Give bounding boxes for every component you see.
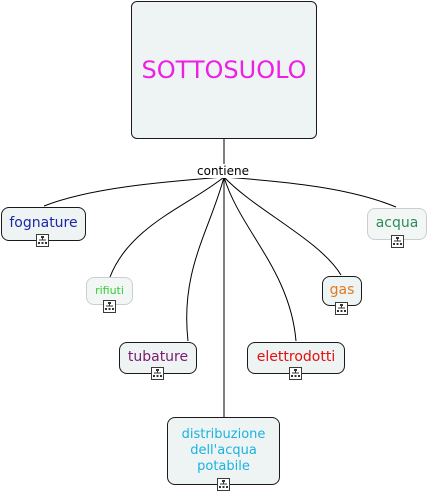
concept-label-acqua: acqua <box>375 215 419 232</box>
resource-tree-icon[interactable] <box>103 300 116 313</box>
link-line-fognature <box>43 176 225 207</box>
link-line-rifiuti <box>109 176 225 278</box>
link-line-acqua <box>223 176 397 208</box>
root-concept-label: SOTTOSUOLO <box>141 56 307 84</box>
resource-tree-icon[interactable] <box>335 302 348 315</box>
resource-tree-icon[interactable] <box>391 235 404 248</box>
root-concept-node[interactable]: SOTTOSUOLO <box>131 1 317 139</box>
resource-tree-icon[interactable] <box>289 367 302 380</box>
concept-node-distribuzione[interactable]: distribuzione dell'acqua potabile <box>167 417 280 485</box>
concept-label-gas: gas <box>329 282 355 299</box>
concept-label-distribuzione: distribuzione dell'acqua potabile <box>181 426 266 475</box>
link-label-contiene: contiene <box>195 164 251 178</box>
resource-tree-icon[interactable] <box>217 478 230 491</box>
concept-node-acqua[interactable]: acqua <box>367 208 427 240</box>
concept-node-gas[interactable]: gas <box>322 276 362 306</box>
link-line-elettrodotti <box>223 176 297 342</box>
link-line-gas <box>223 176 342 276</box>
concept-node-tubature[interactable]: tubature <box>119 342 197 374</box>
concept-node-rifiuti[interactable]: rifiuti <box>86 277 133 305</box>
concept-label-elettrodotti: elettrodotti <box>256 349 336 366</box>
concept-label-rifiuti: rifiuti <box>95 284 124 298</box>
concept-node-elettrodotti[interactable]: elettrodotti <box>247 342 345 374</box>
resource-tree-icon[interactable] <box>36 234 49 247</box>
concept-label-fognature: fognature <box>9 215 78 232</box>
resource-tree-icon[interactable] <box>151 367 164 380</box>
concept-label-tubature: tubature <box>127 349 189 366</box>
link-line-tubature <box>186 176 225 342</box>
